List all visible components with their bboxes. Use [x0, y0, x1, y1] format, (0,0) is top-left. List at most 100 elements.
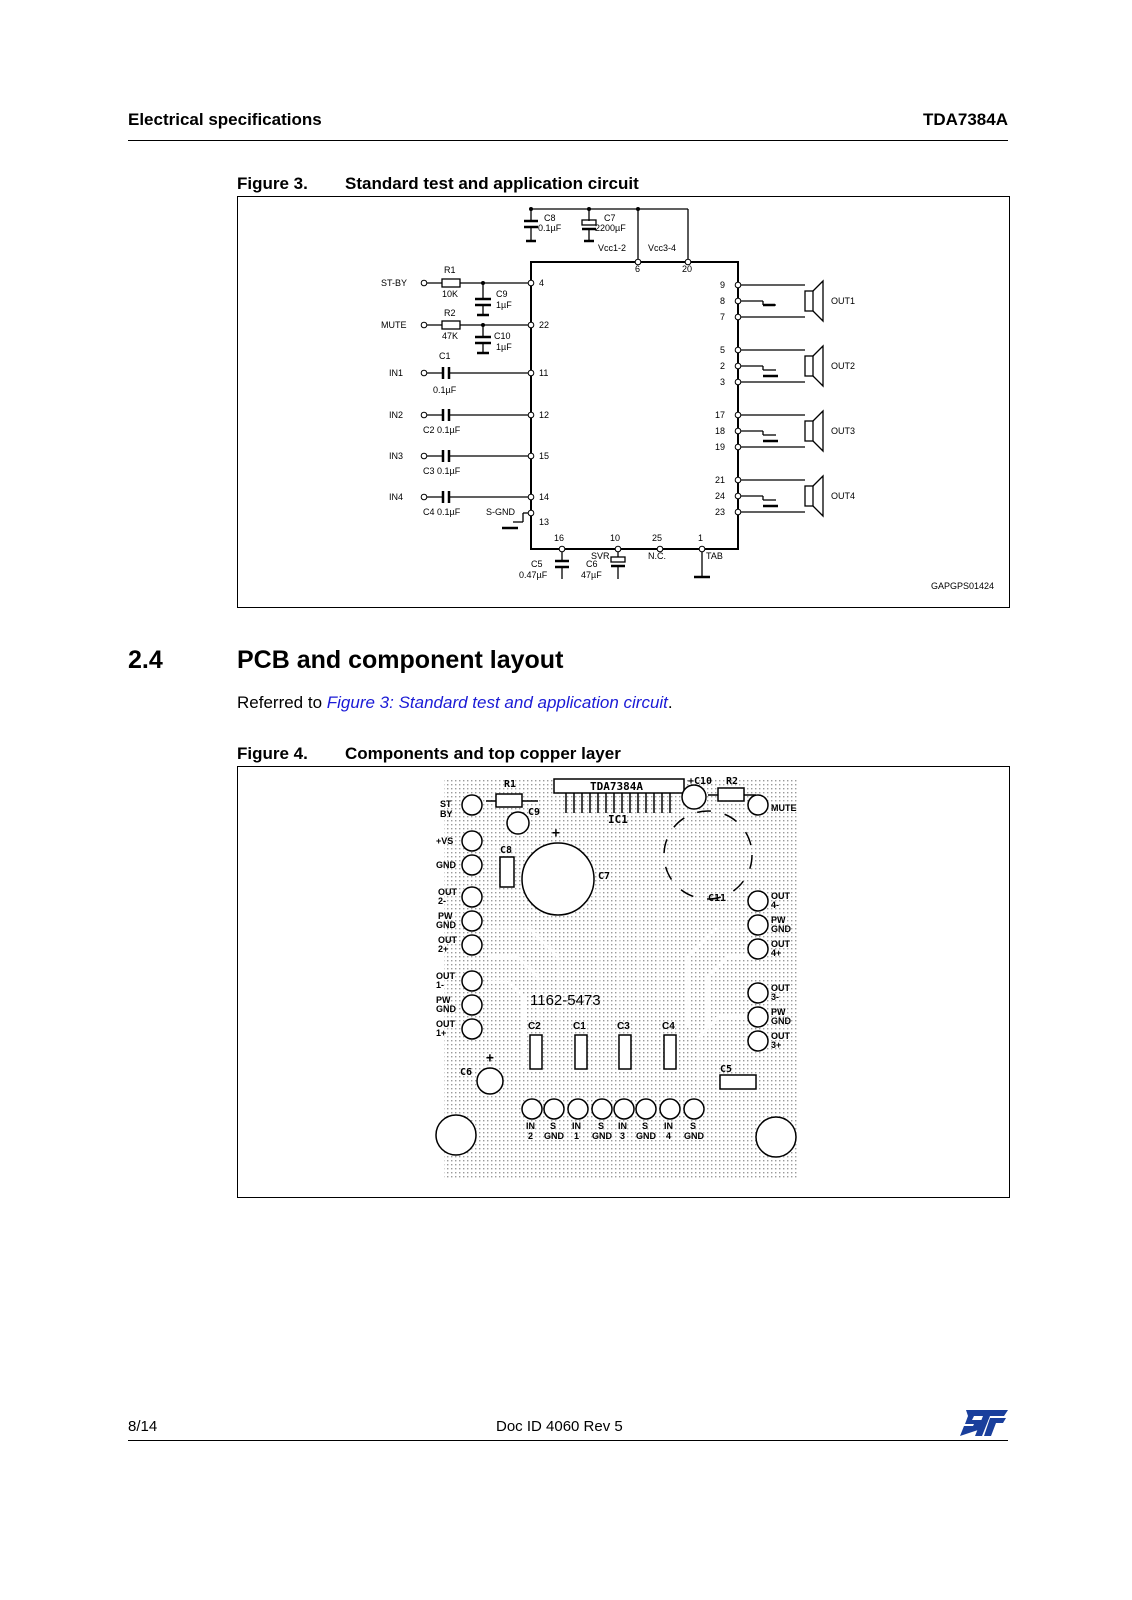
- pcb-label-ic: TDA7384A: [590, 780, 643, 793]
- section-title: PCB and component layout: [237, 646, 564, 674]
- pcb-label-out3m-a: OUT: [771, 983, 791, 993]
- pcb-label-out1m-a: OUT: [436, 971, 456, 981]
- pcb-label-pw-r2: PW: [771, 1007, 786, 1017]
- pcb-label-out2p-a: OUT: [438, 935, 458, 945]
- sch-pin-25: 25: [652, 533, 662, 543]
- sch-pin-19: 19: [715, 442, 725, 452]
- sch-label-out4: OUT4: [831, 491, 855, 501]
- header-section-title: Electrical specifications: [128, 110, 322, 129]
- pcb-label-in4-b: 4: [666, 1131, 671, 1141]
- schematic-svg: C8 0.1µF C7 2200µF Vcc1-2 Vcc3-4 6 20 ST…: [381, 207, 994, 591]
- pcb-label-out3p-a: OUT: [771, 1031, 791, 1041]
- pcb-label-board-number: 1162-5473: [530, 992, 601, 1009]
- sch-pin-2: 2: [720, 361, 725, 371]
- pcb-label-sgnd3-b: GND: [636, 1131, 657, 1141]
- sch-pin-20: 20: [682, 264, 692, 274]
- pcb-label-c3: C3: [617, 1021, 630, 1032]
- sch-pin-4: 4: [539, 278, 544, 288]
- pcb-label-c1: C1: [573, 1021, 586, 1032]
- sch-pin-24: 24: [715, 491, 725, 501]
- pcb-label-mute: MUTE: [771, 803, 797, 813]
- st-logo-icon: [960, 1410, 1008, 1436]
- sch-label-c7: C7: [604, 213, 616, 223]
- pcb-label-plus-c6: +: [486, 1051, 494, 1066]
- pcb-label-st: ST: [440, 799, 452, 809]
- pcb-label-in4-a: IN: [664, 1121, 673, 1131]
- sch-label-r2: R2: [444, 308, 456, 318]
- pcb-label-sgnd4-b: GND: [684, 1131, 705, 1141]
- sch-label-c5-value: 0.47µF: [519, 570, 548, 580]
- sch-label-c8-value: 0.1µF: [538, 223, 562, 233]
- pcb-label-out2m-b: 2-: [438, 896, 446, 906]
- pcb-label-sgnd4-a: S: [690, 1121, 696, 1131]
- pcb-label-c4: C4: [662, 1021, 675, 1032]
- pcb-label-c11: C11: [708, 893, 726, 904]
- pcb-label-vs: +VS: [436, 836, 453, 846]
- sch-label-c8: C8: [544, 213, 556, 223]
- sch-label-c6: C6: [586, 559, 598, 569]
- sch-label-c10: C10: [494, 331, 511, 341]
- section-number: 2.4: [128, 646, 163, 674]
- pcb-label-out3m-b: 3-: [771, 992, 779, 1002]
- reference-paragraph: Referred to Figure 3: Standard test and …: [237, 693, 673, 713]
- sch-pin-3: 3: [720, 377, 725, 387]
- sch-label-c1-value: 0.1µF: [433, 385, 457, 395]
- sch-label-out2: OUT2: [831, 361, 855, 371]
- sch-label-in1: IN1: [389, 368, 403, 378]
- pcb-label-in1-a: IN: [572, 1121, 581, 1131]
- header-part-number: TDA7384A: [922, 110, 1008, 129]
- sch-pin-17: 17: [715, 410, 725, 420]
- sch-pin-1: 1: [698, 533, 703, 543]
- sch-pin-15: 15: [539, 451, 549, 461]
- figure3-link[interactable]: Figure 3: Standard test and application …: [326, 693, 668, 712]
- figure4-title: Components and top copper layer: [345, 744, 621, 763]
- pcb-label-sgnd1-b: GND: [544, 1131, 565, 1141]
- pcb-label-c2: C2: [528, 1021, 541, 1032]
- sch-label-stby: ST-BY: [381, 278, 407, 288]
- pcb-label-gnd-l2: GND: [436, 1004, 457, 1014]
- sch-label-r1-value: 10K: [442, 289, 458, 299]
- pcb-label-ic1: IC1: [608, 813, 628, 826]
- sch-label-nc: N.C.: [648, 551, 666, 561]
- sch-pin-11: 11: [539, 368, 548, 378]
- pcb-label-sgnd1-a: S: [550, 1121, 556, 1131]
- pcb-label-out4p-a: OUT: [771, 939, 791, 949]
- reference-prefix: Referred to: [237, 693, 327, 712]
- pcb-label-pw-r1: PW: [771, 915, 786, 925]
- sch-pin-23: 23: [715, 507, 725, 517]
- footer-doc-id: Doc ID 4060 Rev 5: [496, 1418, 623, 1435]
- figure3-caption: Figure 3.Standard test and application c…: [237, 174, 639, 194]
- sch-label-r2-value: 47K: [442, 331, 458, 341]
- pcb-label-sgnd3-a: S: [642, 1121, 648, 1131]
- sch-label-c5: C5: [531, 559, 543, 569]
- sch-label-in2: IN2: [389, 410, 403, 420]
- pcb-svg: TDA7384A R1 R2 +C10 C9 IC1: [435, 776, 798, 1179]
- sch-label-in3: IN3: [389, 451, 403, 461]
- pcb-label-out1m-b: 1-: [436, 980, 444, 990]
- pcb-label-out2m-a: OUT: [438, 887, 458, 897]
- sch-pin-21: 21: [715, 475, 725, 485]
- sch-pin-10: 10: [610, 533, 620, 543]
- pcb-label-c10: +C10: [688, 776, 712, 787]
- pcb-label-in2-b: 2: [528, 1131, 533, 1141]
- pcb-label-pw-l1: PW: [438, 911, 453, 921]
- sch-pin-6: 6: [635, 264, 640, 274]
- sch-pin-8: 8: [720, 296, 725, 306]
- header-rule: [128, 140, 1008, 141]
- pcb-label-out1p-a: OUT: [436, 1019, 456, 1029]
- pcb-label-pw-l2: PW: [436, 995, 451, 1005]
- st-logo: [960, 1410, 1008, 1441]
- pcb-label-in1-b: 1: [574, 1131, 579, 1141]
- pcb-label-gnd-l1: GND: [436, 920, 457, 930]
- sch-pin-22: 22: [539, 320, 549, 330]
- sch-label-c6-value: 47µF: [581, 570, 602, 580]
- sch-label-vcc12: Vcc1-2: [598, 243, 626, 253]
- sch-label-c3: C3 0.1µF: [423, 466, 461, 476]
- pcb-label-out1p-b: 1+: [436, 1028, 446, 1038]
- sch-figure-code: GAPGPS01424: [931, 581, 994, 591]
- sch-pin-7: 7: [720, 312, 725, 322]
- pcb-label-out2p-b: 2+: [438, 944, 448, 954]
- sch-label-in4: IN4: [389, 492, 403, 502]
- pcb-label-r2: R2: [726, 776, 738, 787]
- pcb-label-r1: R1: [504, 779, 516, 790]
